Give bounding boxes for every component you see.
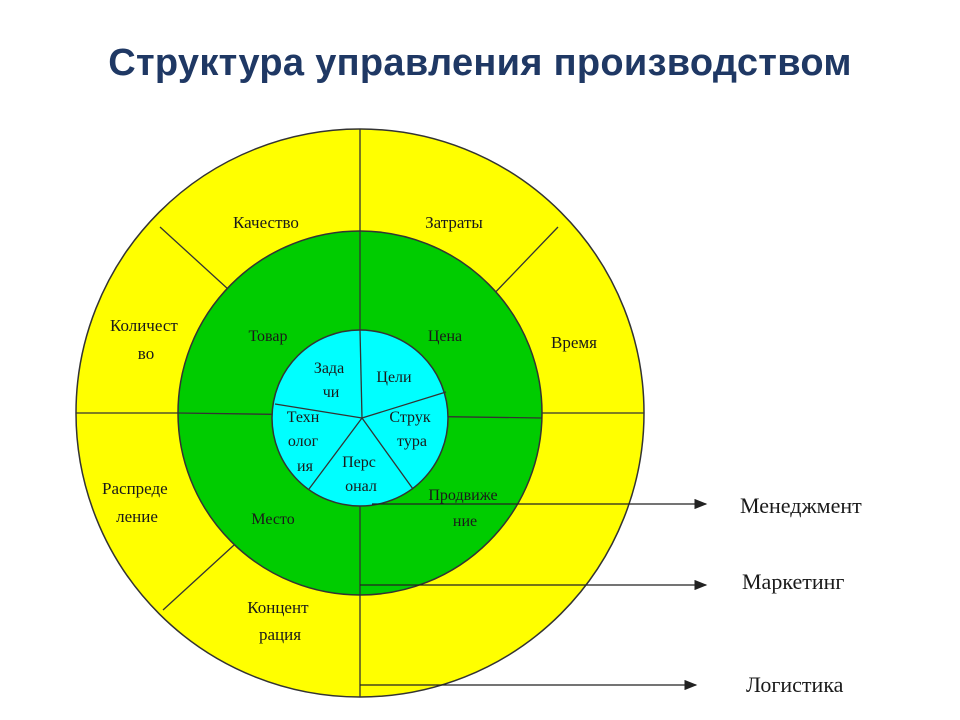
inner-label-goals: Цели bbox=[376, 369, 412, 386]
legend-marketing: Маркетинг bbox=[742, 569, 844, 594]
middle-label-price: Цена bbox=[428, 328, 462, 345]
inner-label-personnel: Перс онал bbox=[342, 454, 380, 495]
inner-label-technology: Техн олог ия bbox=[287, 409, 324, 475]
legend-management: Менеджмент bbox=[740, 493, 862, 518]
outer-label-distribution: Распреде ление bbox=[102, 479, 172, 526]
inner-label-structure: Струк тура bbox=[389, 409, 434, 450]
outer-label-costs: Затраты bbox=[425, 213, 483, 232]
middle-label-promotion: Продвиже ние bbox=[428, 487, 501, 530]
middle-label-product: Товар bbox=[248, 328, 287, 345]
outer-label-time: Время bbox=[551, 333, 597, 352]
page-title: Структура управления производством bbox=[108, 42, 852, 84]
legend-arrows bbox=[360, 498, 708, 691]
outer-label-concentration: Концент рация bbox=[247, 598, 313, 644]
inner-circle-dividers bbox=[274, 329, 447, 490]
outer-label-quality: Качество bbox=[233, 213, 299, 232]
legend-logistics: Логистика bbox=[746, 672, 844, 697]
inner-label-tasks: Зада чи bbox=[314, 360, 348, 401]
outer-label-quantity: Количест во bbox=[110, 316, 182, 363]
middle-label-place: Место bbox=[251, 511, 294, 528]
